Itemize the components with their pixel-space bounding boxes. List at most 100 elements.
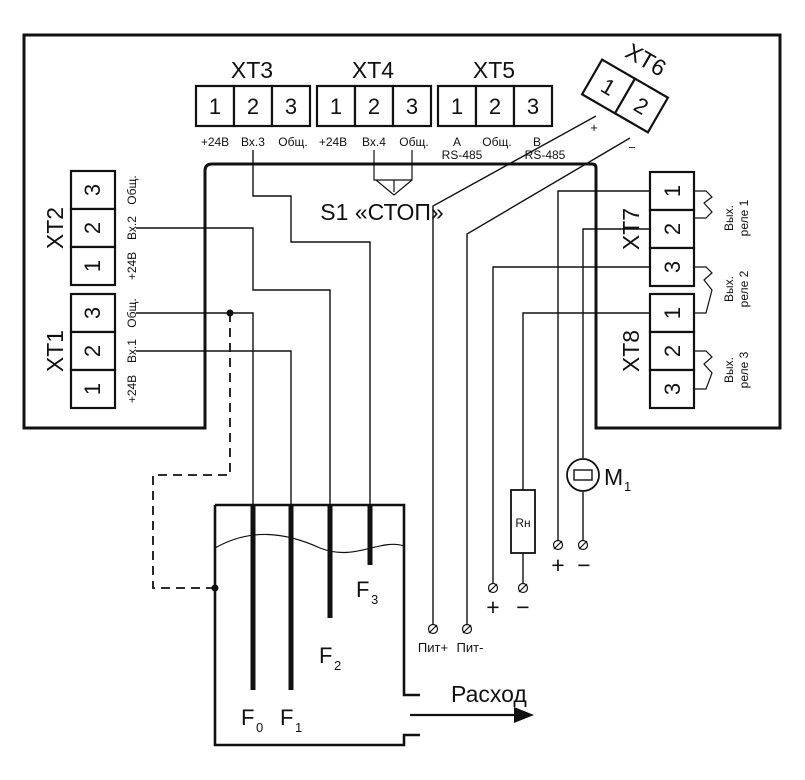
load-resistor bbox=[510, 489, 536, 554]
wire-motor-plus bbox=[557, 190, 650, 540]
stop-switch-bridge bbox=[373, 150, 413, 196]
xt5-pin-1: 1 bbox=[451, 94, 463, 119]
tank-wall bbox=[213, 503, 420, 747]
xt3-label-3: Общ. bbox=[278, 135, 307, 149]
xt4-label-1: +24В bbox=[319, 135, 347, 149]
wire-xt2-in2 bbox=[136, 227, 331, 505]
xt5-label-2: Общ. bbox=[482, 135, 511, 149]
screw-terminal-load-plus bbox=[487, 582, 499, 594]
relay-2-label-line1: Вых. bbox=[722, 276, 736, 302]
wire-xt1-common bbox=[136, 312, 254, 505]
xt1-label-3: Общ. bbox=[125, 298, 139, 327]
screw-terminal-power-plus bbox=[427, 623, 439, 635]
relay-1-contact bbox=[694, 190, 713, 219]
xt4-pin-3: 3 bbox=[406, 94, 418, 119]
xt5-sublabel-b: RS-485 bbox=[525, 148, 566, 162]
xt5-pin-3: 3 bbox=[527, 94, 539, 119]
relay-3-label-line1: Вых. bbox=[722, 357, 736, 383]
wire-xt3-in3 bbox=[252, 150, 371, 505]
xt8-title: XT8 bbox=[618, 330, 644, 372]
xt1-pin-3: 3 bbox=[80, 307, 105, 319]
motor-label: M bbox=[604, 464, 623, 490]
wire-power-minus bbox=[466, 137, 631, 624]
xt2-pin-3: 3 bbox=[80, 184, 105, 196]
water-surface bbox=[214, 533, 405, 553]
xt6-minus: − bbox=[628, 140, 636, 155]
relay-1-label-line1: Вых. bbox=[722, 205, 736, 231]
terminal-block-xt6: XT6 1 2 bbox=[580, 38, 671, 134]
xt3-pin-2: 2 bbox=[247, 94, 259, 119]
outflow-arrow-head bbox=[514, 707, 534, 723]
power-minus-label: Пит- bbox=[457, 640, 484, 655]
terminal-block-xt2: 3 2 1 bbox=[69, 169, 117, 287]
xt4-label-2: Вх.4 bbox=[362, 135, 386, 149]
xt2-label-1: +24В bbox=[125, 252, 139, 280]
motor-minus: − bbox=[577, 552, 590, 578]
xt7-pin-2: 2 bbox=[660, 223, 685, 235]
wire-load-plus bbox=[492, 266, 650, 583]
xt3-title: XT3 bbox=[231, 57, 273, 83]
xt5-pin-2: 2 bbox=[489, 94, 501, 119]
xt3-pin-3: 3 bbox=[285, 94, 297, 119]
probe-f2-sub: 2 bbox=[334, 658, 341, 673]
terminal-block-xt1: 3 2 1 bbox=[69, 292, 117, 410]
power-plus-label: Пит+ bbox=[418, 640, 448, 655]
wire-power-plus bbox=[432, 115, 597, 624]
xt8-pin-3: 3 bbox=[660, 383, 685, 395]
wire-load-minus bbox=[522, 312, 650, 490]
motor-label-sub: 1 bbox=[624, 479, 631, 494]
terminal-block-xt4: 1 2 3 bbox=[315, 84, 433, 128]
xt3-pin-1: 1 bbox=[209, 94, 221, 119]
terminal-block-xt8: 1 2 3 bbox=[648, 292, 696, 410]
wire-motor-minus bbox=[582, 228, 650, 458]
xt6-plus: + bbox=[590, 120, 598, 135]
terminal-block-xt7: 1 2 3 bbox=[648, 170, 696, 288]
load-label: Rн bbox=[515, 516, 530, 530]
motor-shaft bbox=[573, 469, 593, 481]
screw-terminal-motor-minus bbox=[577, 539, 589, 551]
screw-terminal-motor-plus bbox=[552, 539, 564, 551]
xt4-pin-1: 1 bbox=[330, 94, 342, 119]
outflow-label: Расход bbox=[451, 681, 527, 707]
terminal-block-xt3: 1 2 3 bbox=[194, 84, 312, 128]
xt7-pin-1: 1 bbox=[660, 185, 685, 197]
xt5-label-3: B bbox=[533, 135, 541, 149]
xt2-pin-1: 1 bbox=[80, 260, 105, 272]
relay-2-contact bbox=[694, 266, 713, 314]
wire-xt1-in1 bbox=[136, 350, 292, 505]
wire-dashed-ground bbox=[152, 313, 231, 589]
screw-terminal-power-minus bbox=[461, 623, 473, 635]
relay-3-contact bbox=[694, 350, 713, 390]
xt2-pin-2: 2 bbox=[80, 222, 105, 234]
relay-1-label-line2: реле 1 bbox=[737, 199, 751, 236]
xt5-label-1: A bbox=[453, 135, 461, 149]
xt1-title: XT1 bbox=[42, 330, 68, 372]
xt1-pin-1: 1 bbox=[80, 383, 105, 395]
screw-terminal-load-minus bbox=[517, 582, 529, 594]
xt1-label-2: Вх.1 bbox=[125, 339, 139, 363]
probe-f0-sub: 0 bbox=[256, 720, 263, 735]
xt4-pin-2: 2 bbox=[368, 94, 380, 119]
probe-f1-sub: 1 bbox=[295, 720, 302, 735]
xt5-sublabel-a: RS-485 bbox=[442, 148, 483, 162]
xt1-pin-2: 2 bbox=[80, 345, 105, 357]
xt2-label-3: Общ. bbox=[125, 175, 139, 204]
xt2-title: XT2 bbox=[42, 207, 68, 249]
probe-f3-label: F bbox=[356, 577, 369, 602]
xt8-pin-2: 2 bbox=[660, 345, 685, 357]
xt7-pin-3: 3 bbox=[660, 261, 685, 273]
relay-3-label-line2: реле 3 bbox=[737, 351, 751, 388]
controller-housing bbox=[22, 33, 782, 430]
stop-switch-label: S1 «СТОП» bbox=[320, 199, 443, 225]
probe-f0-label: F bbox=[241, 705, 254, 730]
load-minus: − bbox=[516, 594, 529, 620]
terminal-block-xt5: 1 2 3 bbox=[436, 84, 554, 128]
motor-plus: + bbox=[551, 552, 564, 578]
xt1-label-1: +24В bbox=[125, 375, 139, 403]
relay-2-label-line2: реле 2 bbox=[737, 270, 751, 307]
junction-dot bbox=[226, 309, 234, 317]
xt2-label-2: Вх.2 bbox=[125, 216, 139, 240]
probe-f1-label: F bbox=[280, 705, 293, 730]
xt3-label-2: Вх.3 bbox=[241, 135, 265, 149]
